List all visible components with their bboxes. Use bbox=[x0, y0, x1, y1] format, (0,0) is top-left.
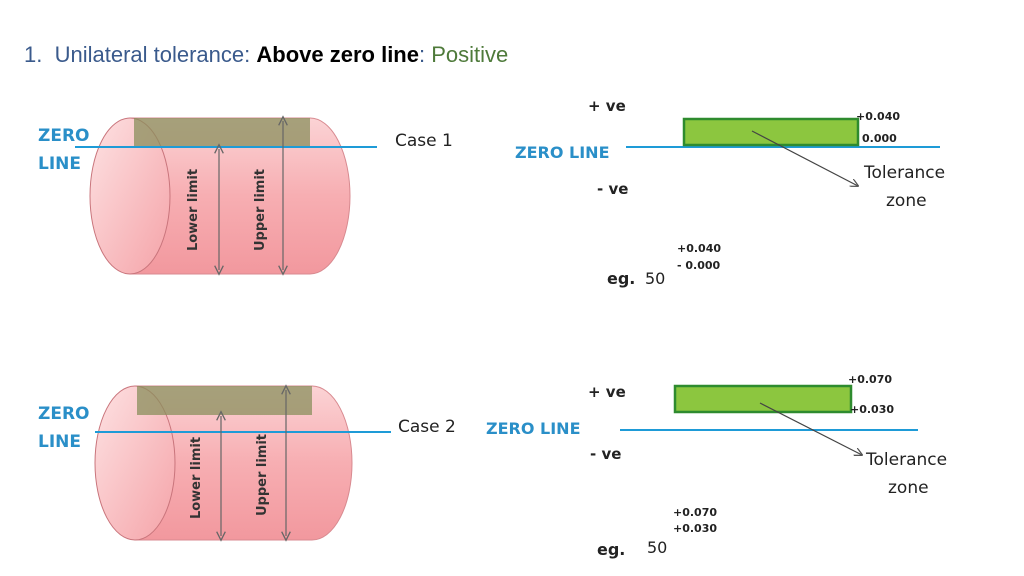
case1-cylinder-cap bbox=[89, 117, 171, 275]
case2-plus-ve: + ve bbox=[588, 383, 626, 401]
case2-lower-limit-label: Lower limit bbox=[189, 437, 204, 519]
case2-upper-limit-label: Upper limit bbox=[255, 434, 270, 516]
case1-example-upper: +0.040 bbox=[677, 242, 721, 255]
case1-case-label: Case 1 bbox=[395, 131, 453, 151]
case1-zone-label-2: zone bbox=[886, 191, 927, 211]
heading-emphasis: Above zero line bbox=[256, 42, 419, 67]
case2-example-lower: +0.030 bbox=[673, 522, 717, 535]
case1-upper-deviation: +0.040 bbox=[856, 110, 900, 123]
case1-zero-label-bottom: LINE bbox=[38, 154, 81, 174]
case2-cylinder-group: Lower limit Upper limit bbox=[94, 385, 391, 541]
heading-number: 1. bbox=[24, 42, 43, 67]
case1-cylinder-body bbox=[129, 117, 351, 275]
case1-example-basic: 50 bbox=[645, 269, 665, 288]
case1-zone-label-1: Tolerance bbox=[863, 163, 945, 183]
case1-lower-limit-label: Lower limit bbox=[186, 169, 201, 251]
case1-upper-limit-label: Upper limit bbox=[253, 169, 268, 251]
case2-zero-label-bottom: LINE bbox=[38, 432, 81, 452]
case1-zero-label-top: ZERO bbox=[38, 126, 89, 146]
case2-upper-deviation: +0.070 bbox=[848, 373, 892, 386]
case2-tolerance-zone bbox=[673, 384, 853, 414]
case2-zone-label-1: Tolerance bbox=[865, 450, 947, 470]
case2-minus-ve: - ve bbox=[590, 445, 621, 463]
case1-zone-zero-label: ZERO LINE bbox=[515, 143, 610, 162]
case2-example-prefix: eg. bbox=[597, 540, 625, 559]
case2-example-basic: 50 bbox=[647, 538, 667, 557]
case1-example-lower: - 0.000 bbox=[677, 259, 721, 272]
heading-sign-word: Positive bbox=[431, 42, 509, 67]
case1-minus-ve: - ve bbox=[597, 180, 628, 198]
case2-zone-pointer bbox=[759, 402, 862, 455]
case2-zero-label-top: ZERO bbox=[38, 404, 89, 424]
case2-cylinder-body bbox=[134, 385, 353, 541]
case1-cylinder-group: Lower limit Upper limit bbox=[75, 118, 377, 274]
case2-zone-zero-label: ZERO LINE bbox=[486, 419, 581, 438]
case1-lower-deviation: 0.000 bbox=[862, 132, 897, 145]
case2-lower-deviation: +0.030 bbox=[850, 403, 894, 416]
case1-example-prefix: eg. bbox=[607, 269, 635, 288]
case1-zone-pointer bbox=[751, 130, 858, 186]
case2-zone-label-2: zone bbox=[888, 478, 929, 498]
heading-separator: : bbox=[418, 42, 426, 67]
case2-example-upper: +0.070 bbox=[673, 506, 717, 519]
case2-cylinder-cap bbox=[94, 385, 176, 541]
slide-heading: 1. Unilateral tolerance: Above zero line… bbox=[24, 42, 508, 68]
heading-label: Unilateral tolerance: bbox=[54, 42, 251, 67]
case1-plus-ve: + ve bbox=[588, 97, 626, 115]
case2-case-label: Case 2 bbox=[398, 417, 456, 437]
